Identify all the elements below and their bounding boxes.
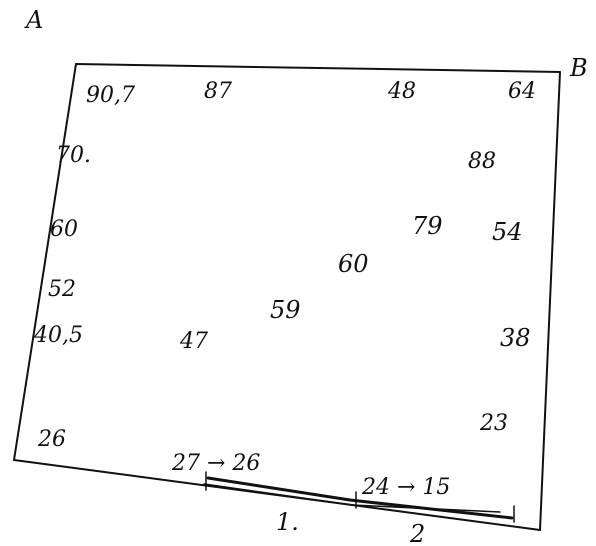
value-88: 88 [468,149,496,174]
top-edge [75,63,561,73]
value-48: 48 [387,79,416,104]
value-59: 59 [270,296,301,324]
value-64: 64 [508,79,536,104]
value-70: 70. [56,143,91,168]
left-edge [13,63,77,461]
right-edge [539,71,561,531]
value-38: 38 [500,324,531,352]
value-60-left: 60 [50,217,78,242]
scale-label-2: 2 [409,520,425,546]
corner-label-a: A [24,6,43,34]
scale-label-1: 1. [276,508,299,536]
value-24-to-15: 24 → 15 [361,475,450,500]
value-87: 87 [204,79,232,104]
scale-bar [203,471,515,523]
value-26: 26 [37,427,66,452]
value-27-to-26: 27 → 26 [171,451,260,476]
value-40-5: 40,5 [33,323,83,348]
value-52: 52 [48,277,76,302]
value-60-mid: 60 [338,250,369,278]
value-79: 79 [412,212,443,240]
value-90-7: 90,7 [86,83,135,108]
value-47: 47 [179,329,208,354]
value-23: 23 [479,411,508,436]
value-54: 54 [492,218,523,246]
corner-label-b: B [569,54,588,82]
